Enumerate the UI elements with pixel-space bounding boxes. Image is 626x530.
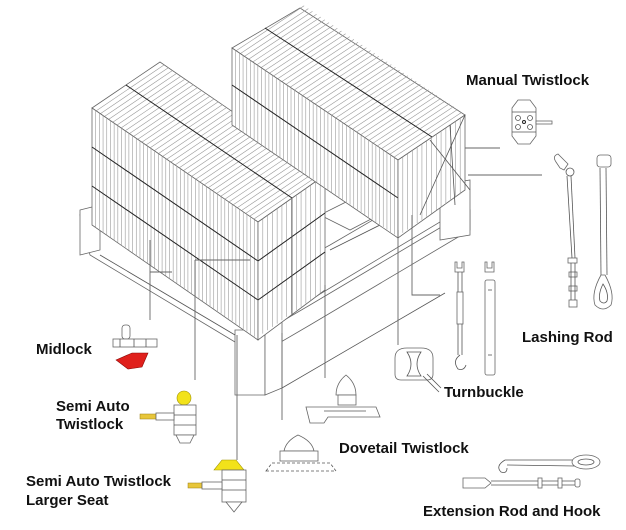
container-rib bbox=[265, 25, 334, 71]
container-rib bbox=[253, 172, 323, 220]
container-rib bbox=[195, 133, 264, 180]
container-rib bbox=[249, 170, 318, 217]
container-rib bbox=[277, 33, 346, 80]
container-rib bbox=[203, 138, 273, 186]
label-lashing-rod: Lashing Rod bbox=[522, 329, 613, 346]
container-rib bbox=[318, 61, 388, 108]
container-rib bbox=[327, 67, 396, 113]
container-rib bbox=[335, 72, 404, 119]
container-rib bbox=[237, 161, 306, 208]
container-rib bbox=[245, 167, 314, 214]
label-semi-auto-twistlock-1: Semi Auto bbox=[56, 398, 130, 415]
leader-lines bbox=[149, 147, 542, 460]
extension-rod-icon bbox=[462, 477, 581, 489]
label-turnbuckle: Turnbuckle bbox=[444, 384, 524, 401]
container-rib bbox=[339, 75, 409, 122]
container-rib bbox=[241, 164, 310, 211]
label-semi-auto-larger-seat-2: Larger Seat bbox=[26, 492, 109, 509]
container-rib bbox=[298, 47, 367, 94]
container-rib bbox=[232, 158, 302, 206]
deck-pillar bbox=[234, 329, 266, 396]
container-rib bbox=[310, 55, 380, 102]
label-semi-auto-twistlock-2: Twistlock bbox=[56, 416, 124, 433]
semi-auto-twistlock-icon bbox=[139, 390, 197, 444]
container-rib bbox=[273, 30, 342, 77]
container-rib bbox=[228, 155, 298, 203]
midlock-icon bbox=[112, 324, 158, 370]
container-rib bbox=[220, 150, 289, 197]
container-rib bbox=[269, 27, 338, 74]
label-semi-auto-larger-seat-1: Semi Auto Twistlock bbox=[26, 473, 172, 490]
container-rib bbox=[306, 53, 375, 99]
container-rib bbox=[323, 64, 392, 110]
container-rib bbox=[289, 41, 359, 88]
container-rib bbox=[212, 144, 281, 191]
semi-auto-larger-seat-icon bbox=[187, 459, 247, 513]
extension-hook-icon bbox=[498, 454, 601, 473]
container-rib bbox=[216, 147, 285, 194]
lashing-rod-icon bbox=[554, 153, 613, 310]
container-rib bbox=[199, 135, 269, 183]
container-rib bbox=[235, 5, 305, 52]
dovetail-twistlock-icon bbox=[305, 374, 381, 424]
label-midlock: Midlock bbox=[36, 341, 92, 358]
label-extension-rod-and-hook: Extension Rod and Hook bbox=[423, 503, 601, 520]
turnbuckle-icon bbox=[454, 261, 496, 376]
dovetail-seat-icon bbox=[265, 434, 337, 472]
container-rib bbox=[256, 19, 326, 66]
container-stack-right bbox=[231, 5, 471, 239]
container-rib bbox=[240, 8, 309, 54]
container-rib bbox=[281, 36, 350, 82]
container-rib bbox=[224, 152, 293, 200]
container-rib bbox=[302, 50, 371, 96]
container-rib bbox=[343, 78, 413, 124]
label-dovetail-twistlock: Dovetail Twistlock bbox=[339, 440, 469, 457]
base-plate-icon bbox=[394, 347, 442, 393]
container-rib bbox=[252, 16, 321, 63]
container-rib bbox=[285, 39, 355, 85]
container-rib bbox=[314, 58, 384, 105]
container-rib bbox=[260, 22, 330, 68]
label-manual-twistlock: Manual Twistlock bbox=[466, 72, 590, 89]
container-rib bbox=[244, 11, 313, 57]
manual-twistlock-icon bbox=[511, 99, 553, 145]
container-rib bbox=[208, 141, 277, 189]
container-rib bbox=[248, 13, 317, 60]
container-stack-left bbox=[91, 61, 326, 341]
midlock-red-cone bbox=[115, 352, 149, 370]
container-rib bbox=[294, 44, 363, 91]
container-rib bbox=[331, 69, 400, 116]
